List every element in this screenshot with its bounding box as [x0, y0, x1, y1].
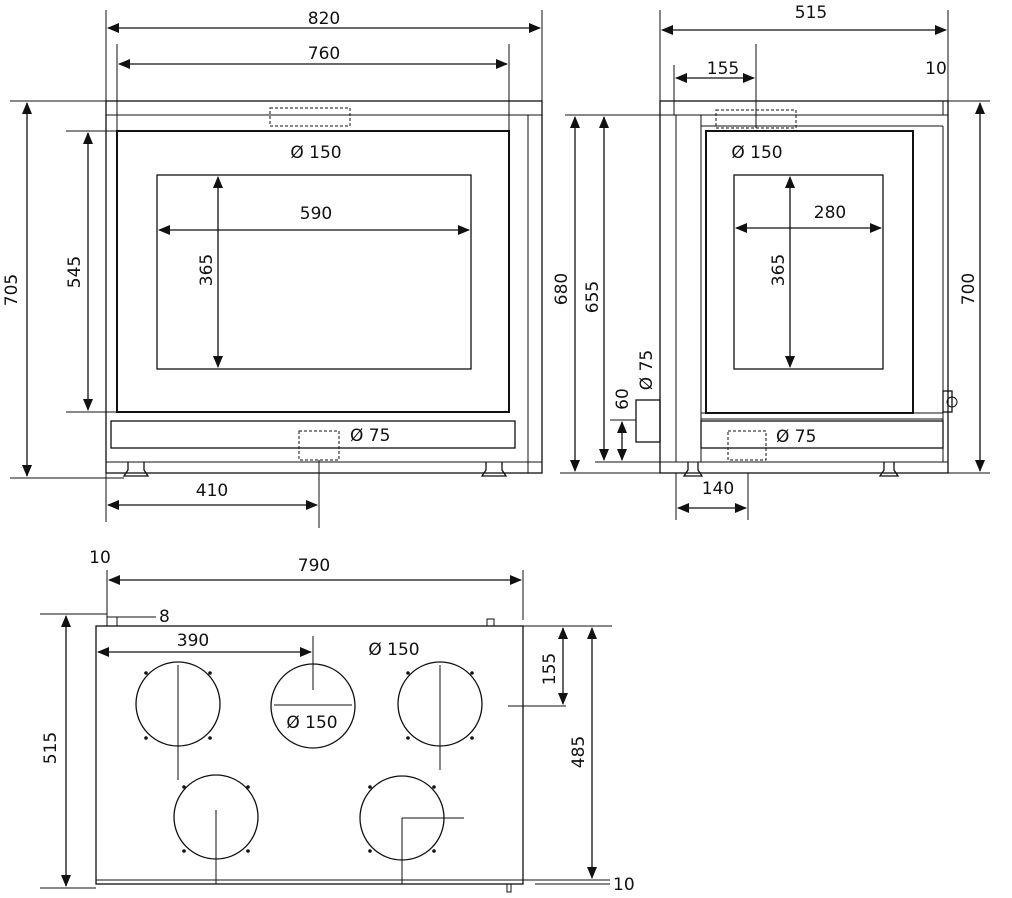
side-body-outline: [659, 100, 949, 474]
side-hinge-tab: [942, 390, 953, 413]
front-bottom-inlet: [298, 430, 340, 461]
side-label-700: 700: [959, 273, 979, 305]
side-label-140: 140: [702, 479, 734, 499]
front-body-outline: [105, 100, 543, 474]
front-view: 820 760 Ø 150 590 365 705 545 Ø 75 410: [2, 9, 543, 528]
front-top-outlet: [269, 107, 351, 127]
front-door-frame: [116, 130, 510, 413]
front-label-bottom-inlet: Ø 75: [350, 426, 390, 446]
side-label-top-outlet: Ø 150: [731, 143, 782, 163]
front-label-410: 410: [196, 481, 228, 501]
top-bolt-holes: [144, 671, 474, 853]
top-label-515: 515: [41, 732, 61, 764]
side-ash-lip: [700, 420, 944, 449]
front-glass: [156, 174, 472, 370]
side-label-655: 655: [583, 281, 603, 313]
side-view: 515 155 10 Ø 150 280 365 680 655 700 Ø 7…: [552, 3, 990, 520]
side-rear-inlet: [635, 399, 661, 443]
top-label-10-left: 10: [89, 548, 111, 568]
top-corner-tab-left: [106, 616, 118, 627]
top-label-390: 390: [177, 631, 209, 651]
side-label-365: 365: [769, 254, 789, 286]
top-label-outlet-center: Ø 150: [286, 713, 337, 733]
top-bottom-stub: [506, 883, 512, 893]
front-label-705: 705: [2, 274, 22, 306]
front-label-545: 545: [65, 256, 85, 288]
front-label-760: 760: [308, 44, 340, 64]
side-glass: [733, 174, 884, 370]
front-foot-right: [480, 462, 508, 477]
side-label-515: 515: [795, 3, 827, 23]
front-label-590: 590: [300, 204, 332, 224]
front-foot-left: [122, 462, 150, 477]
top-label-outlet-top: Ø 150: [368, 640, 419, 660]
top-corner-tab-right: [486, 618, 495, 626]
top-label-10-bottom: 10: [613, 875, 635, 895]
side-label-60: 60: [613, 388, 633, 410]
side-label-680: 680: [552, 273, 572, 305]
top-view: 10 790 8 390 Ø 150 Ø 150 515 155 485 10: [40, 548, 635, 895]
side-label-280: 280: [814, 203, 846, 223]
side-label-10: 10: [925, 59, 947, 79]
top-label-155: 155: [540, 653, 560, 685]
top-label-790: 790: [298, 556, 330, 576]
side-bottom-inlet: [727, 430, 767, 461]
front-label-top-outlet: Ø 150: [290, 143, 341, 163]
side-foot-front: [682, 462, 704, 477]
side-door-frame: [705, 130, 914, 414]
front-label-820: 820: [308, 9, 340, 29]
side-foot-rear: [878, 462, 900, 477]
front-label-365: 365: [197, 254, 217, 286]
top-body-outline: [95, 625, 524, 885]
side-hinge-hole: [946, 396, 958, 408]
side-label-bottom-inlet: Ø 75: [776, 427, 816, 447]
side-label-rear-inlet: Ø 75: [637, 350, 657, 390]
top-label-485: 485: [569, 736, 589, 768]
side-label-155: 155: [707, 59, 739, 79]
top-label-8: 8: [159, 607, 170, 627]
front-ash-lip: [110, 420, 516, 449]
